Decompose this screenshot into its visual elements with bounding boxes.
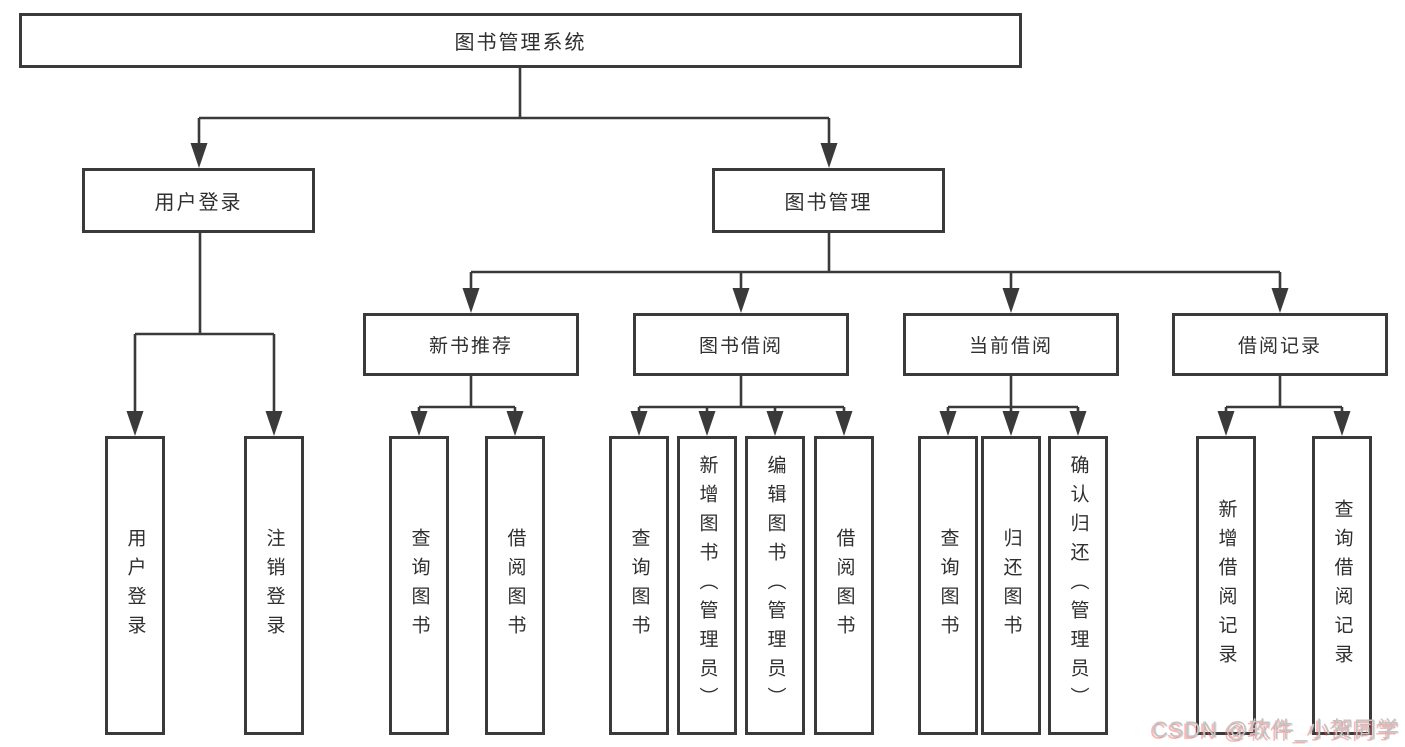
- leaf-label: 新增借阅记录: [1215, 498, 1237, 673]
- node-book-borrowing: 图书借阅: [633, 313, 849, 376]
- leaf-label: 注销登录: [263, 527, 285, 644]
- leaf-label: 查询图书: [628, 527, 650, 644]
- node-user-login-leaf: 用户登录: [105, 436, 165, 735]
- node-library-management-system: 图书管理系统: [19, 13, 1022, 68]
- leaf-label: 用户登录: [124, 527, 146, 644]
- arrowhead-down-icon: [698, 411, 716, 436]
- node-new-book-recommendation: 新书推荐: [363, 313, 579, 376]
- arrowhead-down-icon: [1002, 411, 1020, 436]
- node-user-login: 用户登录: [82, 168, 315, 233]
- node-query-books-borrow: 查询图书: [609, 436, 669, 735]
- leaf-label: 确认归还（管理员）: [1067, 455, 1089, 716]
- leaf-label: 借阅图书: [504, 527, 526, 644]
- arrowhead-down-icon: [732, 288, 750, 313]
- arrowhead-down-icon: [462, 288, 480, 313]
- leaf-label: 借阅图书: [833, 527, 855, 644]
- arrowhead-down-icon: [820, 143, 838, 168]
- arrowhead-down-icon: [939, 411, 957, 436]
- node-add-borrow-record: 新增借阅记录: [1196, 436, 1256, 735]
- arrowhead-down-icon: [1271, 288, 1289, 313]
- node-query-borrow-record: 查询借阅记录: [1312, 436, 1372, 735]
- tree-connector-paths: [133, 68, 1344, 413]
- leaf-label: 归还图书: [1000, 527, 1022, 644]
- node-book-management: 图书管理: [712, 168, 945, 233]
- node-return-book: 归还图书: [981, 436, 1041, 735]
- leaf-label: 查询借阅记录: [1331, 498, 1353, 673]
- arrowhead-down-icon: [1217, 411, 1235, 436]
- node-borrowing-records: 借阅记录: [1172, 313, 1388, 376]
- arrowhead-down-icon: [1069, 411, 1087, 436]
- arrowhead-down-icon: [126, 411, 144, 436]
- arrowhead-down-icon: [835, 411, 853, 436]
- node-confirm-return-admin: 确认归还（管理员）: [1048, 436, 1108, 735]
- leaf-label: 编辑图书（管理员）: [764, 455, 786, 716]
- node-current-borrowing: 当前借阅: [903, 313, 1119, 376]
- node-borrow-books: 借阅图书: [814, 436, 874, 735]
- arrowhead-down-icon: [190, 143, 208, 168]
- arrowhead-down-icon: [766, 411, 784, 436]
- node-borrow-books-recommend: 借阅图书: [485, 436, 545, 735]
- arrowhead-down-icon: [506, 411, 524, 436]
- leaf-label: 新增图书（管理员）: [696, 455, 718, 716]
- node-logout: 注销登录: [244, 436, 304, 735]
- leaf-label: 查询图书: [408, 527, 430, 644]
- csdn-watermark: CSDN @软件_小贺同学: [1151, 717, 1400, 742]
- node-edit-book-admin: 编辑图书（管理员）: [745, 436, 805, 735]
- arrowhead-down-icon: [265, 411, 283, 436]
- node-query-books-current: 查询图书: [918, 436, 978, 735]
- arrowhead-down-icon: [1002, 288, 1020, 313]
- arrowhead-down-icon: [1333, 411, 1351, 436]
- node-query-books-recommend: 查询图书: [389, 436, 449, 735]
- arrowhead-down-icon: [410, 411, 428, 436]
- node-add-book-admin: 新增图书（管理员）: [677, 436, 737, 735]
- arrowhead-down-icon: [630, 411, 648, 436]
- leaf-label: 查询图书: [937, 527, 959, 644]
